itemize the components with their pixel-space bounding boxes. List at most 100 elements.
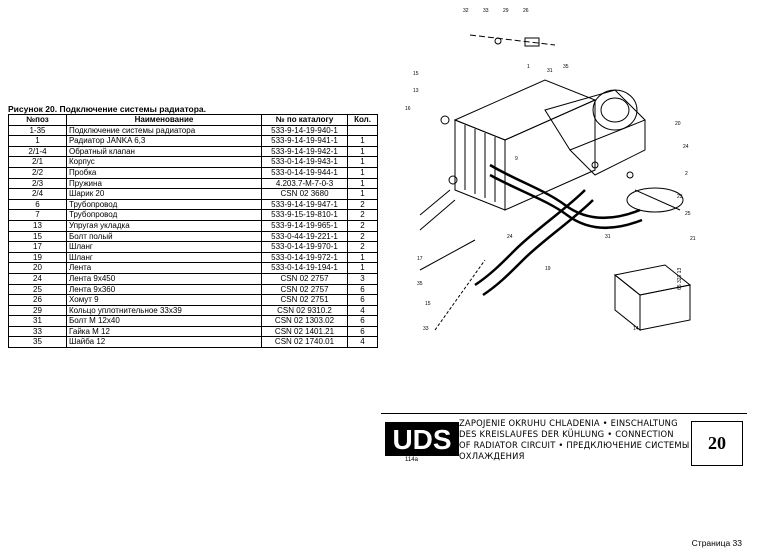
cell-pos: 15 — [8, 230, 67, 243]
cell-catalog: CSN 02 1401.21 — [261, 325, 348, 338]
cell-qty: 1 — [347, 177, 378, 190]
title-line-4: ОХЛАЖДЕНИЯ — [459, 451, 525, 461]
cell-pos: 33 — [8, 325, 67, 338]
cell-name: Трубопровод — [66, 198, 262, 211]
cell-catalog: 4.203.7-М-7-0-3 — [261, 177, 348, 190]
callout-14: 14 — [633, 326, 639, 332]
cell-qty: 2 — [347, 219, 378, 232]
cell-catalog: 533-0-14-19-944-1 — [261, 166, 348, 179]
cell-qty — [347, 124, 378, 137]
cell-catalog: CSN 02 1303.02 — [261, 315, 348, 327]
callout-1: 1 — [527, 64, 530, 70]
callout-9: 9 — [515, 156, 518, 162]
drawing-code: 65 323 13 — [677, 268, 683, 290]
col-header-pos: №поз — [8, 114, 67, 126]
callout-26: 26 — [523, 8, 529, 14]
cell-qty: 3 — [347, 272, 378, 285]
title-line-3: OF RADIATOR CIRCUIT • ПРЕДКЛЮЧЕНИЕ СИСТЕ… — [459, 440, 690, 450]
callout-21: 21 — [690, 236, 696, 242]
cell-qty: 1 — [347, 166, 378, 179]
cell-pos: 2/4 — [8, 188, 67, 200]
cell-pos: 2/1 — [8, 156, 67, 168]
callout-31: 31 — [547, 68, 553, 74]
col-header-catalog: № по каталогу — [261, 114, 348, 126]
callout-15b: 15 — [425, 301, 431, 307]
cell-pos: 20 — [8, 262, 67, 274]
uds-logo: UDS — [385, 422, 459, 456]
cell-pos: 17 — [8, 241, 67, 253]
callout-29: 29 — [503, 8, 509, 14]
cell-catalog: CSN 02 9310.2 — [261, 304, 348, 317]
cell-name: Шайба 12 — [66, 336, 262, 349]
callout-20: 20 — [675, 121, 681, 127]
cell-catalog: 533-0-14-19-970-1 — [261, 241, 348, 253]
radiator-exploded-drawing: 32 33 29 26 1 31 35 15 13 16 9 24 19 17 … — [405, 8, 696, 332]
callout-23: 23 — [677, 194, 683, 200]
cell-qty: 6 — [347, 315, 378, 327]
cell-pos: 2/1-4 — [8, 145, 67, 158]
callout-2: 2 — [685, 171, 688, 177]
cell-name: Болт М 12х40 — [66, 315, 262, 327]
cell-pos: 25 — [8, 283, 67, 296]
cell-name: Лента — [66, 262, 262, 274]
cell-qty: 1 — [347, 156, 378, 168]
callout-35b: 35 — [417, 281, 423, 287]
cell-pos: 19 — [8, 251, 67, 264]
cell-catalog: 533-9-14-19-940-1 — [261, 124, 348, 137]
cell-pos: 1 — [8, 135, 67, 147]
callout-16: 16 — [405, 106, 411, 112]
page-number-footer: Страница 33 — [691, 538, 742, 548]
cell-qty: 2 — [347, 209, 378, 221]
cell-name: Кольцо уплотнительное 33х39 — [66, 304, 262, 317]
cell-catalog: 533-9-15-19-810-1 — [261, 209, 348, 221]
cell-name: Упругая укладка — [66, 219, 262, 232]
cell-qty: 1 — [347, 262, 378, 274]
callout-15: 15 — [413, 71, 419, 77]
logo-subtext: 114а — [405, 457, 418, 463]
cell-pos: 13 — [8, 219, 67, 232]
cell-name: Шланг — [66, 251, 262, 264]
callout-33: 33 — [483, 8, 489, 14]
callout-17: 17 — [417, 256, 423, 262]
cell-qty: 6 — [347, 294, 378, 306]
cell-name: Радиатор JANKA 6,3 — [66, 135, 262, 147]
cell-pos: 2/2 — [8, 166, 67, 179]
title-block: UDS 114а ZAPOJENIE OKRUHU CHLADENIA • EI… — [381, 413, 747, 473]
cell-catalog: CSN 02 2757 — [261, 272, 348, 285]
col-header-qty: Кол. — [347, 114, 378, 126]
cell-qty: 2 — [347, 230, 378, 243]
cell-catalog: 533-9-14-19-965-1 — [261, 219, 348, 232]
cell-catalog: 533-9-14-19-942-1 — [261, 145, 348, 158]
cell-catalog: 533-9-14-19-947-1 — [261, 198, 348, 211]
cell-pos: 26 — [8, 294, 67, 306]
callout-31b: 31 — [605, 234, 611, 240]
table-header-row: №поз Наименование № по каталогу Кол. — [8, 114, 378, 126]
callout-24b: 24 — [683, 144, 689, 150]
callout-33b: 33 — [423, 326, 429, 332]
col-header-name: Наименование — [66, 114, 262, 126]
cell-name: Шарик 20 — [66, 188, 262, 200]
callout-13: 13 — [413, 88, 419, 94]
cell-catalog: 533-0-14-19-972-1 — [261, 251, 348, 264]
cell-qty: 1 — [347, 188, 378, 200]
cell-qty: 1 — [347, 251, 378, 264]
callout-35: 35 — [563, 64, 569, 70]
cell-qty: 6 — [347, 325, 378, 338]
